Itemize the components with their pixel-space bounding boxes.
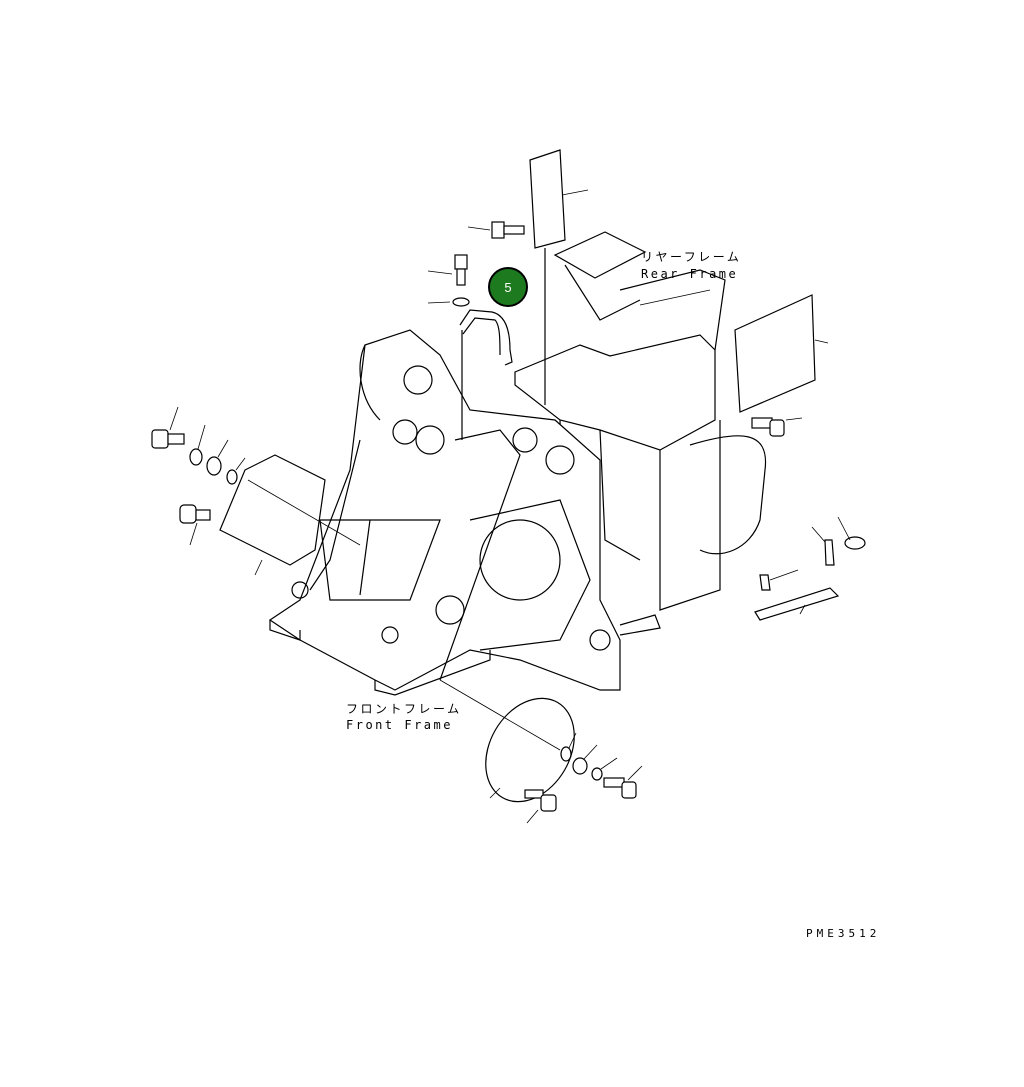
pin — [759, 574, 771, 591]
front-frame — [268, 329, 661, 696]
link-bar — [754, 587, 840, 621]
bolt-group-right — [751, 417, 803, 437]
top-cover-plate — [529, 149, 566, 249]
bolt-group-left — [151, 406, 246, 546]
pin-head — [844, 536, 866, 550]
pin — [824, 539, 835, 566]
front-frame-label-jp: フロントフレーム — [346, 702, 462, 716]
callout-badge[interactable]: 5 — [488, 267, 528, 307]
u-bracket — [459, 309, 513, 366]
bolt-group-top — [427, 221, 525, 307]
callout-number: 5 — [504, 279, 512, 295]
rear-bracket — [553, 231, 647, 279]
rear-frame-label-en: Rear Frame — [641, 267, 739, 281]
bolt-group-bottom — [524, 732, 643, 824]
front-frame-label-en: Front Frame — [346, 718, 453, 732]
bottom-round-cover — [485, 697, 575, 803]
left-cover-plate — [219, 454, 326, 566]
drawing-code: PME3512 — [806, 927, 881, 940]
rear-frame-label-jp: リヤーフレーム — [641, 250, 742, 264]
right-cover-plate — [734, 294, 816, 413]
